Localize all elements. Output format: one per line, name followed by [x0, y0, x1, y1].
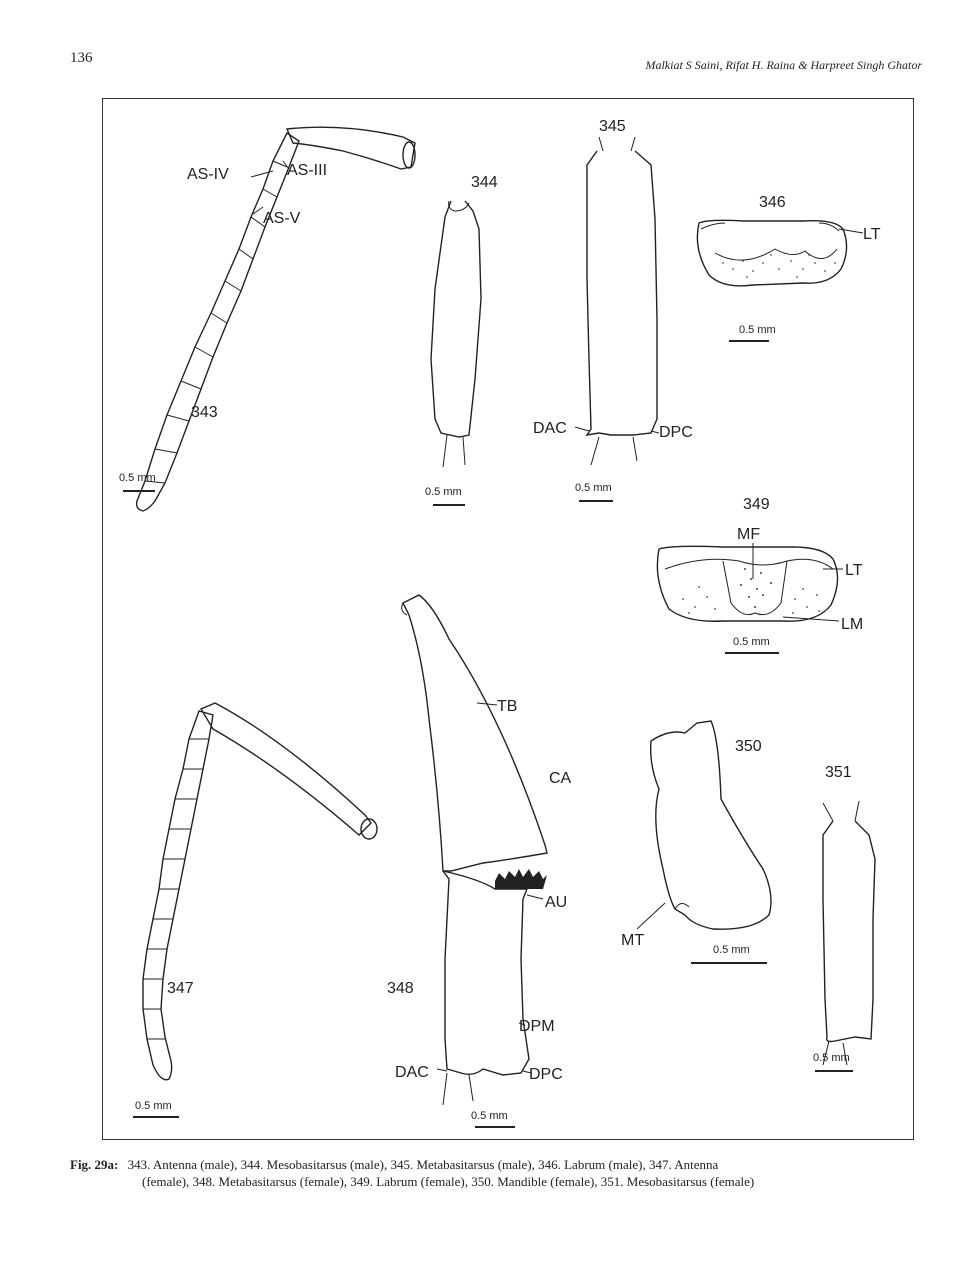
scale-label-348: 0.5 mm [471, 1110, 508, 1122]
label-dpm-348: DPM [519, 1018, 555, 1035]
scale-label-347: 0.5 mm [135, 1100, 172, 1112]
figure-349-labrum-female: 349 MF LT LM 0.5 mm [656, 496, 863, 654]
figure-346-labrum-male: 346 LT 0.5 mm [696, 194, 881, 342]
figure-number-346: 346 [759, 194, 786, 211]
caption-text: 343. Antenna (male), 344. Mesobasitarsus… [70, 1157, 920, 1190]
page-number: 136 [70, 50, 93, 66]
scale-label-345: 0.5 mm [575, 482, 612, 494]
running-head: Malkiat S Saini, Rifat H. Raina & Harpre… [645, 58, 922, 72]
figure-351-mesobasitarsus-female: 351 0.5 mm [813, 764, 876, 1072]
label-dac-345: DAC [533, 420, 567, 437]
figure-347-antenna-female: 347 0.5 mm [133, 702, 378, 1118]
figure-344-mesobasitarsus-male: 344 0.5 mm [425, 174, 498, 506]
label-dpc-348: DPC [529, 1066, 563, 1083]
caption-line-2: (female), 348. Metabasitarsus (female), … [142, 1174, 755, 1189]
label-tb-348: TB [497, 698, 517, 715]
figure-number-348: 348 [387, 980, 414, 997]
scale-label-349: 0.5 mm [733, 636, 770, 648]
scale-label-344: 0.5 mm [425, 486, 462, 498]
figure-number-347: 347 [167, 980, 194, 997]
scale-label-350: 0.5 mm [713, 944, 750, 956]
figure-number-343: 343 [191, 404, 218, 421]
figure-345-metabasitarsus-male: 345 DAC DPC 0.5 mm [533, 118, 693, 502]
scale-label-351: 0.5 mm [813, 1052, 850, 1064]
figure-caption: Fig. 29a: 343. Antenna (male), 344. Meso… [70, 1156, 920, 1190]
figure-number-345: 345 [599, 118, 626, 135]
figure-348-metabasitarsus-female: TB CA AU DPM DAC DPC 348 0.5 mm [387, 594, 572, 1128]
scale-label-346: 0.5 mm [739, 324, 776, 336]
label-as-iii: AS-III [287, 162, 327, 179]
label-mf-349: MF [737, 526, 760, 543]
figure-number-344: 344 [471, 174, 498, 191]
label-dpc-345: DPC [659, 424, 693, 441]
figure-number-349: 349 [743, 496, 770, 513]
label-mt-350: MT [621, 932, 644, 949]
label-lm-349: LM [841, 616, 863, 633]
plate-drawings: AS-IV AS-III AS-V 343 0.5 mm 344 0.5 mm … [119, 118, 881, 1128]
label-au-348: AU [545, 894, 567, 911]
figure-number-350: 350 [735, 738, 762, 755]
label-dac-348: DAC [395, 1064, 429, 1081]
figure-plate: AS-IV AS-III AS-V 343 0.5 mm 344 0.5 mm … [102, 98, 914, 1140]
label-ca-348: CA [549, 770, 572, 787]
figure-number-351: 351 [825, 764, 852, 781]
label-lt-346: LT [863, 226, 881, 243]
caption-line-1: 343. Antenna (male), 344. Mesobasitarsus… [127, 1157, 719, 1172]
label-as-v: AS-V [263, 210, 301, 227]
label-lt-349: LT [845, 562, 863, 579]
label-as-iv: AS-IV [187, 166, 229, 183]
figure-350-mandible-female: 350 MT 0.5 mm [621, 720, 772, 964]
figure-343-antenna-male: AS-IV AS-III AS-V 343 0.5 mm [119, 126, 416, 512]
caption-label: Fig. 29a: [70, 1157, 119, 1172]
scale-label-343: 0.5 mm [119, 472, 156, 484]
